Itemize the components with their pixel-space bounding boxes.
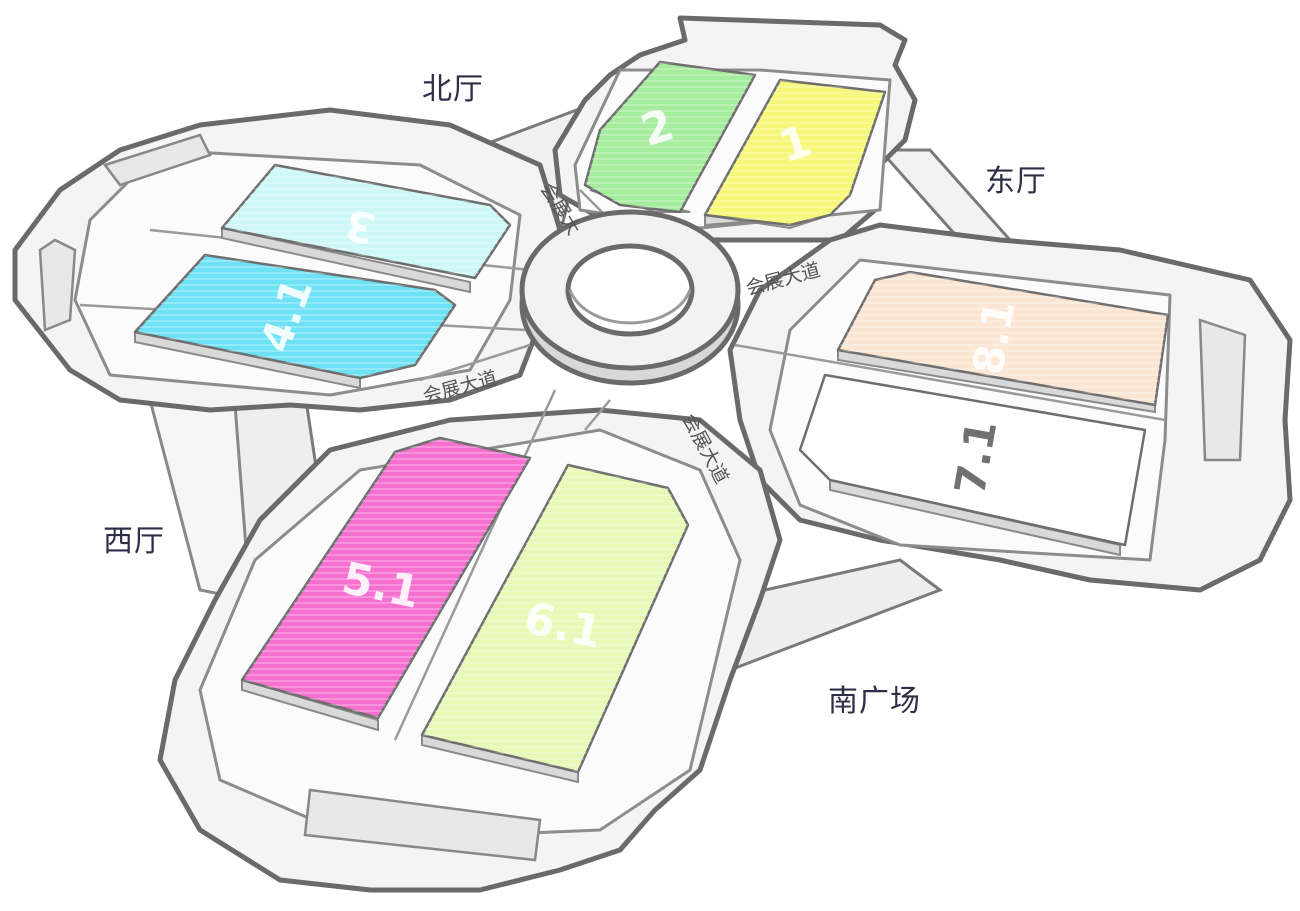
hall-5-1[interactable]: 5.1 [240, 436, 532, 732]
exhibition-halls: 2 1 3 4.1 8.1 [133, 60, 1170, 784]
hall-4-1[interactable]: 4.1 [133, 253, 457, 390]
hall-1[interactable]: 1 [703, 78, 887, 230]
hall-3[interactable]: 3 [220, 163, 512, 294]
region-label-west: 西厅 [103, 524, 165, 559]
region-label-east: 东厅 [985, 164, 1047, 199]
central-ring [519, 209, 741, 386]
hall-6-1[interactable]: 6.1 [420, 463, 690, 784]
hall-2[interactable]: 2 [583, 60, 757, 214]
hall-7-1[interactable]: 7.1 [798, 373, 1147, 557]
region-label-south: 南广场 [828, 684, 921, 719]
region-label-north: 北厅 [422, 72, 484, 107]
hall-8-1[interactable]: 8.1 [836, 270, 1170, 414]
